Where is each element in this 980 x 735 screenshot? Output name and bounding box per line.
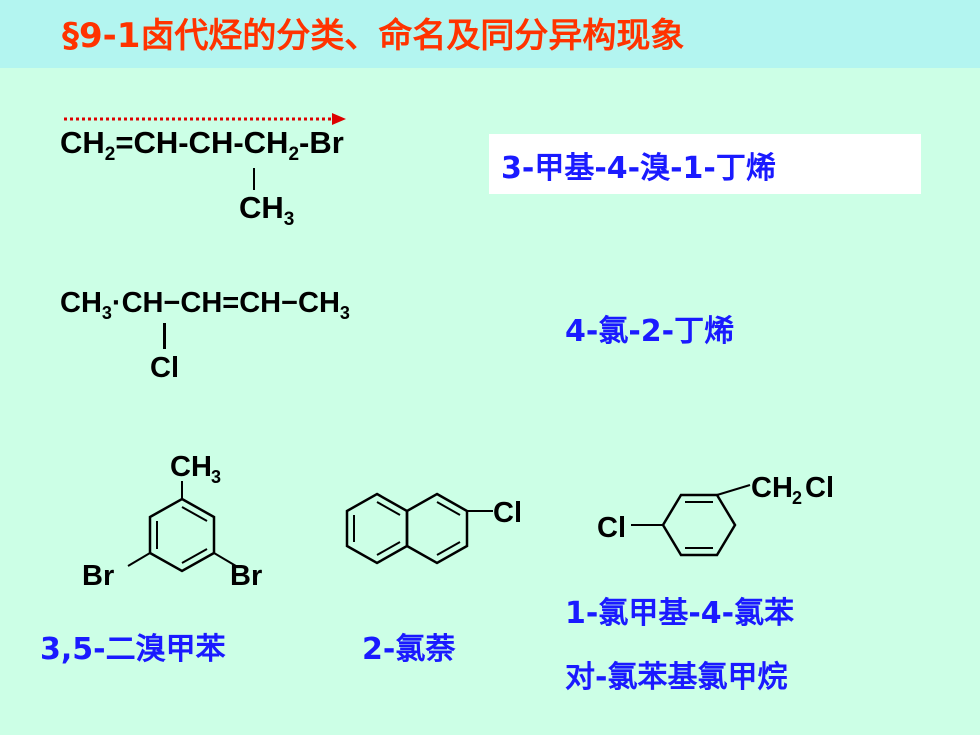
compound5-sub: 2	[792, 488, 802, 508]
compound3-top-sub: 3	[211, 467, 221, 487]
compound1-br: -Br	[299, 125, 344, 160]
dotted-arrow	[64, 113, 346, 125]
compound4-structure: Cl	[345, 492, 522, 565]
compound3-br-right: Br	[230, 560, 262, 592]
compound1-formula: CH2=CH-CH-CH2-Br	[60, 125, 344, 166]
compound3-name: 3,5-二溴甲苯	[40, 632, 226, 667]
compound1-name: 3-甲基-4-溴-1-丁烯	[501, 151, 776, 186]
compound1-name-box	[489, 134, 921, 194]
compound4-name: 2-氯萘	[362, 632, 456, 667]
compound2-end-sub: 3	[339, 302, 350, 323]
compound2-branch: Cl	[150, 352, 179, 384]
compound1-branch-sub: 3	[283, 209, 295, 231]
compound2-name: 4-氯-2-丁烯	[565, 314, 735, 349]
compound5-cl-left: Cl	[597, 512, 626, 544]
compound1-bond	[253, 168, 255, 190]
compound1-ch2b-sub: 2	[288, 144, 300, 166]
compound2-ch3: CH	[60, 287, 102, 319]
compound3-structure: CH 3 Br Br	[82, 451, 262, 592]
compound2-bond	[163, 323, 166, 349]
compound3-top: CH	[170, 451, 212, 483]
compound1-branch: CH3	[239, 190, 294, 231]
compound2-ch3-sub: 3	[101, 302, 112, 323]
compound1-ch2: CH	[60, 125, 105, 160]
slide-title: §9-1卤代烃的分类、命名及同分异构现象	[62, 16, 685, 56]
compound5-ch: CH	[751, 472, 793, 504]
compound1-ch2-sub: 2	[104, 144, 116, 166]
compound3-br-left: Br	[82, 560, 114, 592]
compound1-branch-ch: CH	[239, 190, 284, 225]
compound5-name-line1: 1-氯甲基-4-氯苯	[565, 596, 795, 631]
compound5-cl-right: Cl	[805, 472, 834, 504]
compound5-structure: Cl CH 2 Cl	[597, 472, 834, 557]
compound4-cl: Cl	[493, 497, 522, 529]
compound2-chain: ·CH−CH=CH−CH	[111, 287, 340, 319]
title-bar	[0, 0, 980, 68]
compound1-chain: =CH-CH-CH	[115, 125, 289, 160]
compound2-formula: CH3·CH−CH=CH−CH3	[60, 287, 350, 324]
compound5-name-line2: 对-氯苯基氯甲烷	[565, 660, 788, 695]
